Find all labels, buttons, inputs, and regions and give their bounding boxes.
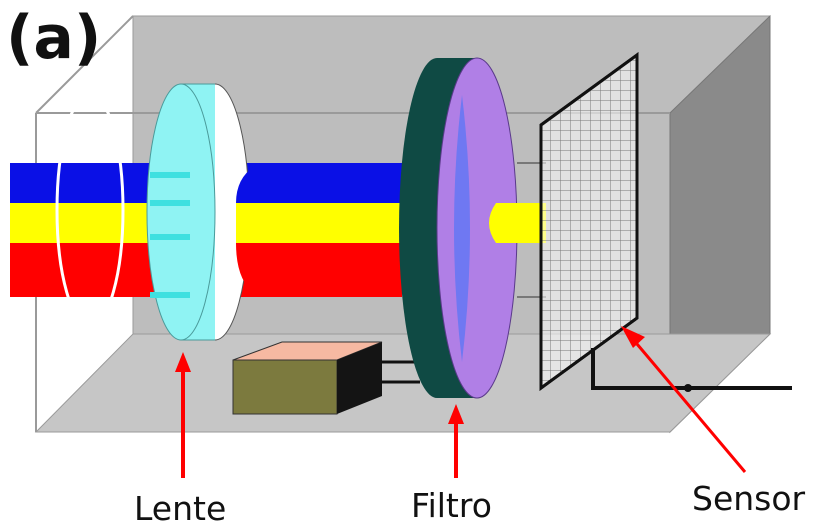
filter-label: Filtro: [411, 486, 492, 525]
lens-highlight: [150, 234, 190, 240]
lens-highlight: [150, 200, 190, 206]
electronics-side: [337, 342, 382, 414]
box-edge: [35, 15, 134, 114]
filter-pointer-arrowhead: [448, 404, 464, 424]
beam-filtered-yellow: [489, 203, 546, 243]
lens-highlight: [150, 292, 190, 298]
electronics-front: [232, 359, 338, 415]
panel-label: (a): [6, 3, 102, 73]
sensor-pointer-arrow: [635, 343, 747, 473]
lens-highlight: [150, 172, 190, 178]
sensor-label: Sensor: [692, 479, 806, 518]
sensor-cable: [591, 348, 792, 390]
lens-label: Lente: [134, 489, 227, 528]
lens-front-face: [146, 83, 216, 341]
aperture-ring: [55, 92, 125, 328]
beam-focused-yellow: [236, 203, 402, 243]
sensor-grid-lines: [539, 52, 639, 391]
sensor-pointer-arrowhead: [621, 326, 645, 348]
beam-focused-blue: [236, 163, 402, 203]
beam-focused-red: [236, 243, 402, 297]
lens-pointer-arrowhead: [175, 352, 191, 372]
sensor-cable-node: [684, 384, 692, 392]
filter-inner-glass: [454, 95, 470, 362]
